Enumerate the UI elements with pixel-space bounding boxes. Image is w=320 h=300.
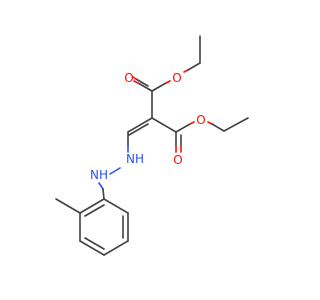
atom-nitrogen: NH xyxy=(126,152,144,166)
bond-c-o xyxy=(165,80,171,84)
bond-c-c xyxy=(223,117,249,132)
atom-oxygen: O xyxy=(172,71,181,85)
bond-c-o-double xyxy=(133,80,139,84)
bond-o-c xyxy=(187,62,201,71)
atom-nitrogen: NH xyxy=(90,168,108,182)
ring-bond-inner xyxy=(84,204,105,217)
ring-bond xyxy=(103,198,129,214)
ring-bond xyxy=(103,240,129,256)
bond-n-n xyxy=(109,167,121,175)
bond-c-o-double-second xyxy=(132,76,137,80)
atom-oxygen: O xyxy=(173,153,182,167)
bond-n-c xyxy=(102,188,105,200)
atom-oxygen: O xyxy=(124,71,133,85)
bond-c-methyl xyxy=(55,198,81,214)
bond-c-c-double xyxy=(127,117,153,133)
bond-o-c xyxy=(211,123,225,132)
molecule-structure: O O O O NH NH xyxy=(55,35,249,256)
atom-oxygen: O xyxy=(196,113,205,127)
bond-c-c xyxy=(151,117,177,133)
ring-bond xyxy=(79,198,105,214)
bond-c-c-double-second xyxy=(128,123,149,136)
bond-c-o-double xyxy=(137,82,153,92)
bond-n-c xyxy=(98,182,104,190)
bond-c-o xyxy=(175,123,191,133)
ring-bond-inner xyxy=(84,237,105,250)
bond-c-o xyxy=(151,82,167,92)
bond-c-o-double-second xyxy=(135,78,149,87)
ring-bond xyxy=(79,240,105,256)
bond-c-o xyxy=(189,121,195,125)
